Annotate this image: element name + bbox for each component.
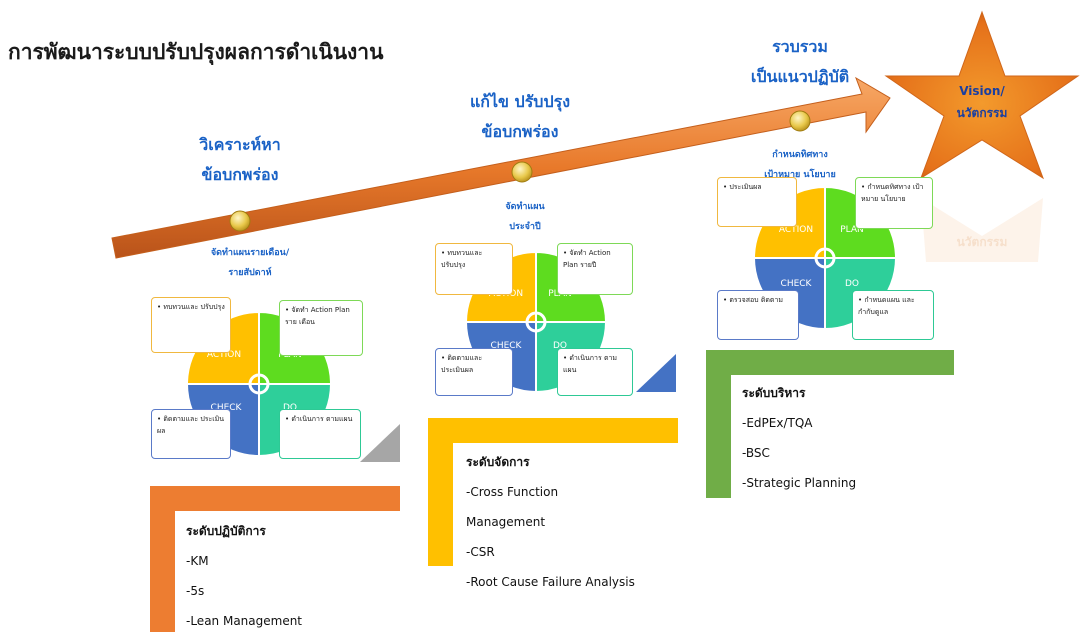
plan-callout: • จัดทำ Action Plan รายปี <box>557 243 633 295</box>
action-label: ACTION <box>207 350 241 360</box>
cycle-1-heading: จัดทำแผนรายเดือน/ รายสัปดาห์ <box>210 248 290 278</box>
plan-callout: • จัดทำ Action Plan ราย เดือน <box>279 300 363 356</box>
action-callout: • ทบทวนและ ปรับปรุง <box>435 243 513 295</box>
check-callout: • ตรวจสอบ ติดตาม <box>717 290 799 340</box>
check-label: CHECK <box>781 279 813 289</box>
do-callout: • ดำเนินการ ตามแผน <box>557 348 633 396</box>
cycle-center-icon <box>814 247 836 269</box>
stage-marker-2 <box>511 161 533 183</box>
level-item: -Strategic Planning <box>742 476 857 490</box>
action-label: ACTION <box>779 225 813 235</box>
action-callout: • ประเมินผล <box>717 177 797 227</box>
star-reflection <box>921 198 1043 262</box>
level-block-operational: ระดับปฏิบัติการ -KM -5s -Lean Management <box>186 516 302 636</box>
do-callout: • กำหนดแผน และกำกับดูแล <box>852 290 934 340</box>
level-item: -EdPEx/TQA <box>742 416 813 430</box>
level-item: -Cross Function <box>466 485 559 499</box>
level-block-yellow <box>428 418 678 566</box>
level-item: -BSC <box>742 446 770 460</box>
star-label: Vision/ นวัตกรรม <box>956 84 1008 120</box>
check-callout: • ติดตามและ ประเมินผล <box>435 348 513 396</box>
level-block-green <box>706 350 954 498</box>
corner-triangle-gray <box>360 424 400 462</box>
cycle-2-heading: จัดทำแผน ประจำปี <box>505 202 545 232</box>
stage-label-2: แก้ไข ปรับปรุง ข้อบกพร่อง <box>469 92 571 141</box>
page-title: การพัฒนาระบบปรับปรุงผลการดำเนินงาน <box>8 40 384 64</box>
do-label: DO <box>283 403 297 413</box>
stage-marker-1 <box>229 210 251 232</box>
level-item: -5s <box>186 584 205 598</box>
plan-label: PLAN <box>840 225 864 235</box>
pdca-wheel-3: ACTION PLAN CHECK DO <box>752 185 898 331</box>
do-callout: • ดำเนินการ ตามแผน <box>279 409 361 459</box>
check-label: CHECK <box>211 403 243 413</box>
arrow-shaft <box>111 76 891 259</box>
stage-marker-3 <box>789 110 811 132</box>
level-item: -Root Cause Failure Analysis <box>466 575 635 589</box>
do-label: DO <box>553 341 567 351</box>
level-title: ระดับปฏิบัติการ <box>186 524 266 538</box>
cycle-center-icon <box>248 373 270 395</box>
level-item: -KM <box>186 554 209 568</box>
plan-callout: • กำหนดทิศทาง เป้าหมาย นโยบาย <box>855 177 933 229</box>
cycle-3-heading: กำหนดทิศทาง เป้าหมาย นโยบาย <box>764 150 836 180</box>
corner-triangle-blue <box>636 354 676 392</box>
star-shape <box>884 10 1080 180</box>
check-callout: • ติดตามและ ประเมินผล <box>151 409 231 459</box>
do-label: DO <box>845 279 859 289</box>
level-title: ระดับบริหาร <box>742 386 806 400</box>
level-title: ระดับจัดการ <box>466 455 530 469</box>
action-callout: • ทบทวนและ ปรับปรุง <box>151 297 231 353</box>
level-item: -CSR <box>466 545 495 559</box>
level-item: Management <box>466 515 546 529</box>
level-block-orange <box>150 486 400 632</box>
cycle-center-icon <box>525 311 547 333</box>
stage-label-1: วิเคราะห์หา ข้อบกพร่อง <box>199 135 281 184</box>
star-reflection-text: นวัตกรรม <box>956 235 1008 249</box>
level-block-management: ระดับจัดการ -Cross Function Management -… <box>466 447 635 597</box>
level-item: -Lean Management <box>186 614 303 628</box>
stage-label-3: รวบรวม เป็นแนวปฏิบัติ <box>750 37 850 86</box>
level-block-executive: ระดับบริหาร -EdPEx/TQA -BSC -Strategic P… <box>742 378 856 498</box>
check-label: CHECK <box>491 341 523 351</box>
